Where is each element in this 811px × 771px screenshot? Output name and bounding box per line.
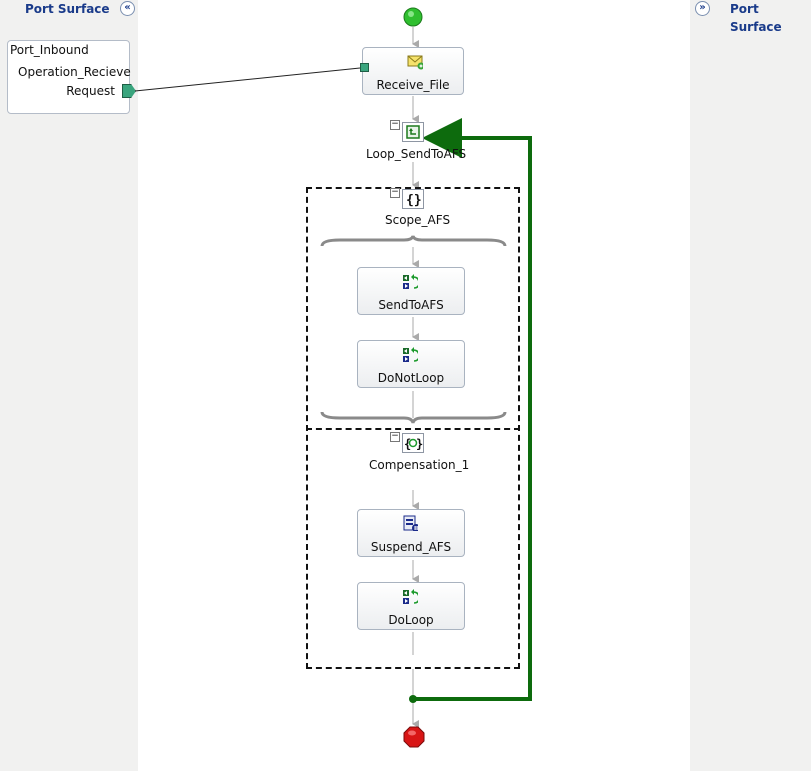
start-shape-icon[interactable] [403, 7, 423, 27]
send-to-afs-label: SendToAFS [378, 298, 444, 312]
compensation-collapse-button[interactable]: − [390, 431, 400, 442]
right-port-surface-title: Port Surface [730, 2, 782, 34]
loop-collapse-button[interactable]: − [390, 119, 400, 130]
scope-collapse-button[interactable]: − [390, 187, 400, 198]
loop-shape[interactable] [402, 122, 424, 142]
receive-envelope-icon [407, 55, 423, 70]
compensation-shape[interactable]: { } [402, 433, 424, 453]
collapse-left-surface-button[interactable]: « [120, 1, 135, 16]
expression-icon [403, 274, 418, 289]
suspend-afs-shape[interactable]: Suspend_AFS [357, 509, 465, 557]
loop-icon [406, 125, 420, 139]
left-port-surface-title: Port Surface [25, 2, 110, 16]
do-not-loop-label: DoNotLoop [377, 371, 445, 385]
do-loop-label: DoLoop [388, 613, 434, 627]
port-message[interactable]: Request [66, 84, 115, 98]
receive-port-connector-icon[interactable] [360, 63, 369, 72]
port-inbound[interactable]: Port_Inbound Operation_Recieve Request [7, 40, 136, 114]
suspend-icon [403, 515, 418, 531]
receive-file-shape[interactable]: Receive_File [360, 47, 464, 95]
scope-braces-icon: {} [406, 193, 422, 208]
port-operation[interactable]: Operation_Recieve [18, 65, 131, 79]
port-name: Port_Inbound [10, 43, 89, 57]
scope-shape[interactable]: {} [402, 189, 424, 209]
svg-text:}: } [416, 437, 423, 451]
left-port-surface: Port Surface « Port_Inbound Operation_Re… [0, 0, 138, 771]
svg-text:{: { [404, 437, 411, 451]
expand-right-surface-button[interactable]: » [695, 1, 710, 16]
scope-label: Scope_AFS [385, 213, 451, 227]
expression-icon [403, 589, 418, 604]
end-shape-icon[interactable] [403, 726, 425, 748]
compensation-icon: { } [404, 437, 423, 451]
right-port-surface: » Port Surface [690, 0, 811, 771]
do-not-loop-shape[interactable]: DoNotLoop [357, 340, 465, 388]
do-loop-shape[interactable]: DoLoop [357, 582, 465, 630]
suspend-afs-label: Suspend_AFS [370, 540, 452, 554]
receive-file-label: Receive_File [376, 78, 450, 92]
loop-label: Loop_SendToAFS [366, 147, 467, 161]
compensation-label: Compensation_1 [369, 458, 470, 472]
scope-compensation-divider [306, 428, 520, 430]
svg-text:{}: {} [406, 193, 422, 208]
send-to-afs-shape[interactable]: SendToAFS [357, 267, 465, 315]
expression-icon [403, 347, 418, 362]
